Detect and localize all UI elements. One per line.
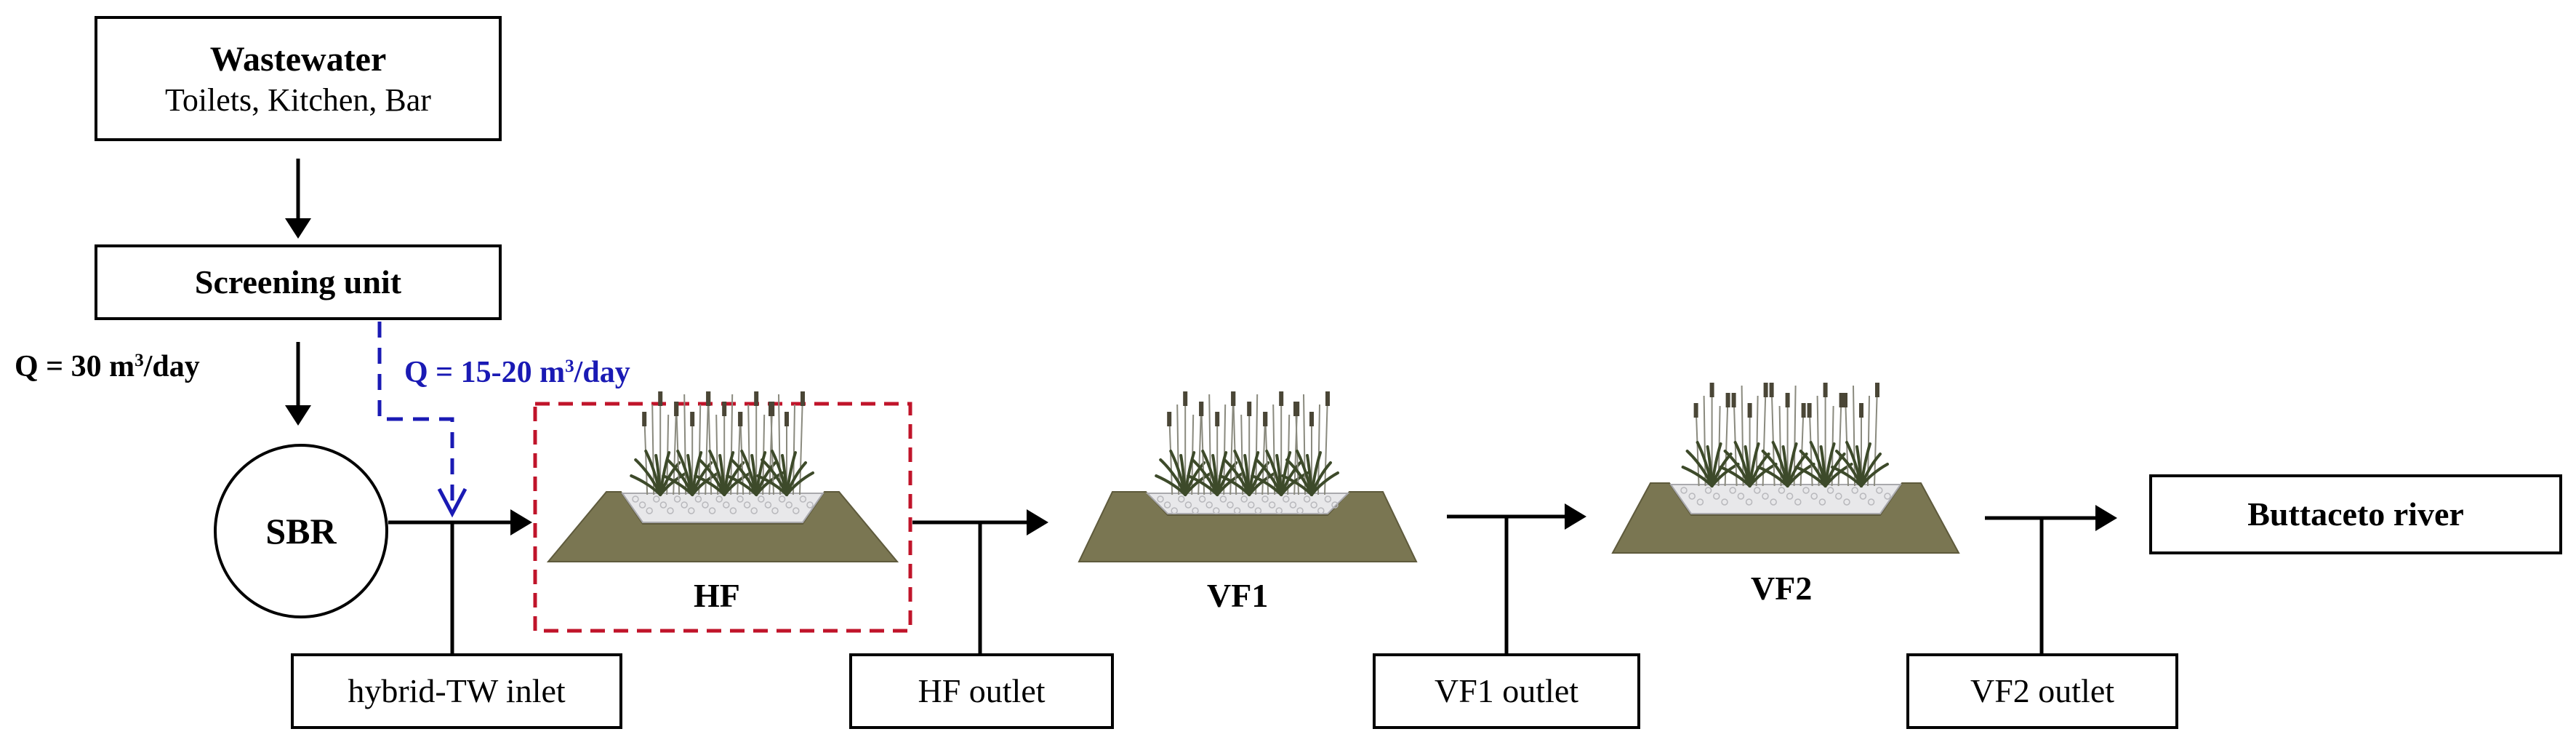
main-flow-label: Q = 30 m3/day <box>15 349 200 384</box>
bypass-dashed-line <box>377 322 468 518</box>
wastewater-box: Wastewater Toilets, Kitchen, Bar <box>95 16 502 141</box>
main-flow-unit: /day <box>143 350 200 383</box>
sampling-label-vf1-outlet: VF1 outlet <box>1434 672 1579 710</box>
bypass-flow-sup: 3 <box>565 356 574 377</box>
vf2-bed-label: VF2 <box>1751 570 1813 607</box>
sampling-box-vf1-outlet: VF1 outlet <box>1373 653 1640 729</box>
vf1-wetland-bed <box>1078 391 1418 562</box>
arrow-vf1-to-vf2 <box>1447 503 1586 530</box>
vf2-wetland-bed <box>1611 383 1960 554</box>
sbr-label: SBR <box>265 511 337 551</box>
arrow-sbr-to-hf <box>388 509 532 535</box>
sampling-label-hybrid-tw-inlet: hybrid-TW inlet <box>348 672 566 710</box>
screening-unit-box: Screening unit <box>95 244 502 320</box>
wastewater-title: Wastewater <box>209 39 387 79</box>
hf-bed-label: HF <box>694 577 740 614</box>
hf-wetland-bed <box>546 391 899 562</box>
sampling-label-vf2-outlet: VF2 outlet <box>1970 672 2115 710</box>
sbr-reactor: SBR <box>214 444 388 618</box>
bypass-flow-label: Q = 15-20 m3/day <box>404 355 630 390</box>
screening-unit-label: Screening unit <box>194 263 402 301</box>
arrow-hf-to-vf1 <box>912 509 1048 535</box>
bypass-flow-unit: /day <box>574 356 630 389</box>
sampling-box-vf2-outlet: VF2 outlet <box>1906 653 2178 729</box>
arrow-screening-to-sbr <box>285 342 311 426</box>
wastewater-subtitle: Toilets, Kitchen, Bar <box>165 81 431 118</box>
buttaceto-river-box: Buttaceto river <box>2149 474 2562 554</box>
vf1-bed-label: VF1 <box>1207 577 1269 614</box>
buttaceto-river-label: Buttaceto river <box>2247 495 2464 533</box>
sampling-box-hf-outlet: HF outlet <box>849 653 1114 729</box>
arrow-vf2-to-river <box>1985 505 2117 531</box>
sampling-box-hybrid-tw-inlet: hybrid-TW inlet <box>291 653 622 729</box>
main-flow-sup: 3 <box>135 351 144 371</box>
sampling-label-hf-outlet: HF outlet <box>918 672 1046 710</box>
bypass-flow-text: Q = 15-20 m <box>404 356 566 389</box>
main-flow-text: Q = 30 m <box>15 350 135 383</box>
arrow-wastewater-to-screening <box>285 159 311 239</box>
